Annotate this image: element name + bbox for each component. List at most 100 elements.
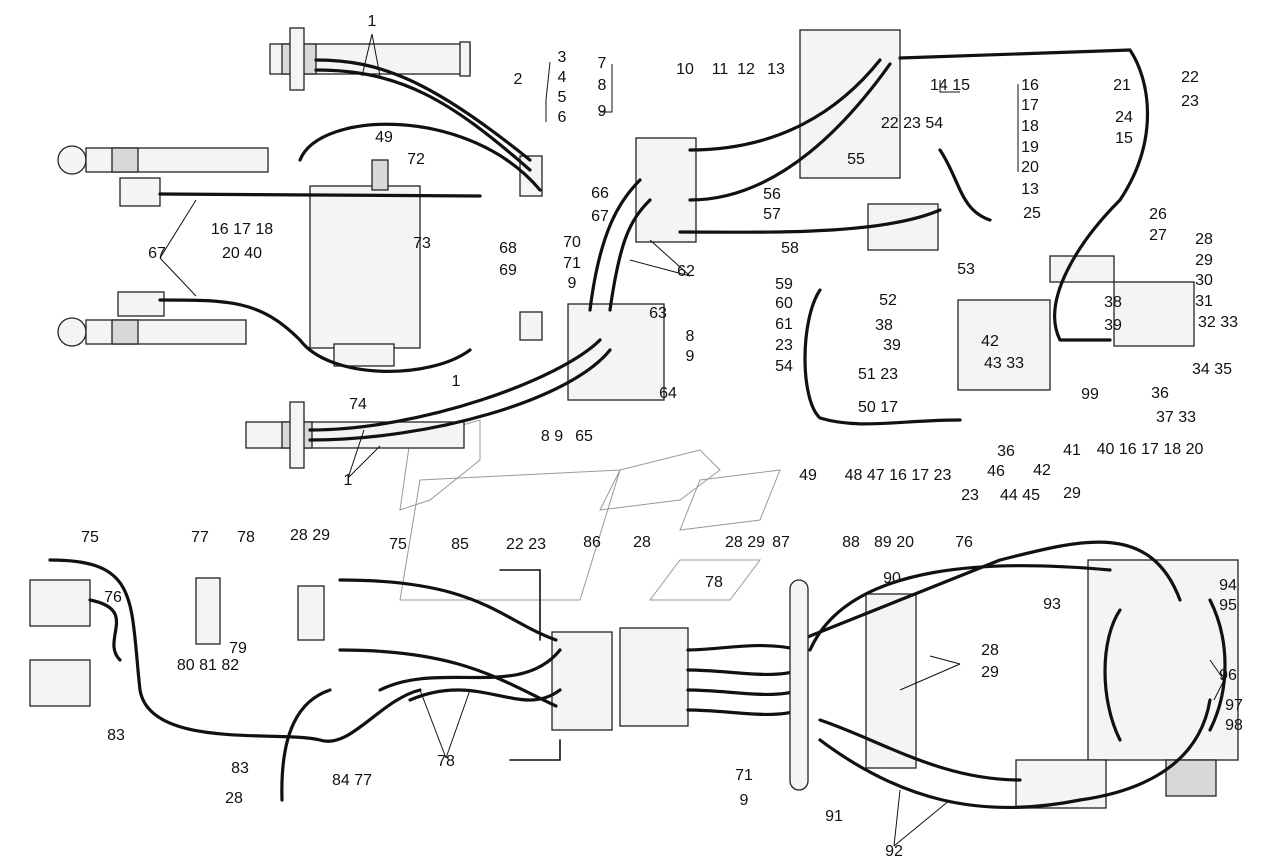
callout-label: 84 77 [332, 772, 372, 789]
callout-label: 58 [781, 240, 799, 257]
callout-label: 89 20 [874, 534, 914, 551]
callout-label: 18 [1021, 118, 1039, 135]
callout-label: 49 [375, 129, 393, 146]
callout-label: 1 [344, 472, 353, 489]
callout-label: 79 [229, 640, 247, 657]
leader-lines [159, 33, 1225, 847]
callout-label: 76 [955, 534, 973, 551]
callout-label: 90 [883, 570, 901, 587]
cylinder-upper-left [57, 145, 269, 207]
callout-label: 28 [633, 534, 651, 551]
callout-label: 7 [598, 55, 607, 72]
callout-label: 61 [775, 316, 793, 333]
callout-label: 50 17 [858, 399, 898, 416]
callout-label: 46 [987, 463, 1005, 480]
callout-label: 56 [763, 186, 781, 203]
callout-label: 28 29 [725, 534, 765, 551]
bracket-plate-87 [789, 579, 809, 791]
callout-label: 4 [558, 69, 567, 86]
callout-label: 68 [499, 240, 517, 257]
callout-label: 38 [875, 317, 893, 334]
callout-label: 32 33 [1198, 314, 1238, 331]
callout-label: 95 [1219, 597, 1237, 614]
callout-label: 42 [981, 333, 999, 350]
callout-label: 78 [237, 529, 255, 546]
callout-label: 74 [349, 396, 367, 413]
callout-label: 51 23 [858, 366, 898, 383]
callout-label: 8 [598, 77, 607, 94]
callout-label: 87 [772, 534, 790, 551]
callout-label: 48 47 16 17 23 [845, 467, 952, 484]
callout-label: 10 [676, 61, 694, 78]
callout-label: 28 [1195, 231, 1213, 248]
ghost-outline [399, 419, 781, 601]
callout-label: 9 [598, 103, 607, 120]
callout-label: 19 [1021, 139, 1039, 156]
callout-label: 69 [499, 262, 517, 279]
callout-label: 14 15 [930, 77, 970, 94]
callout-label: 43 33 [984, 355, 1024, 372]
callout-label: 38 [1104, 294, 1122, 311]
callout-label: 13 [767, 61, 785, 78]
callout-label: 39 [1104, 317, 1122, 334]
callout-label: 77 [191, 529, 209, 546]
callout-label: 8 [686, 328, 695, 345]
callout-label: 31 [1195, 293, 1213, 310]
callout-label: 9 [568, 275, 577, 292]
callout-label: 36 [997, 443, 1015, 460]
callout-label: 53 [957, 261, 975, 278]
callout-label: 63 [649, 305, 667, 322]
callout-label: 96 [1219, 667, 1237, 684]
callout-label: 9 [740, 792, 749, 809]
callout-label: 64 [659, 385, 677, 402]
callout-label: 28 [225, 790, 243, 807]
callout-label: 94 [1219, 577, 1237, 594]
callout-label: 86 [583, 534, 601, 551]
callout-label: 22 23 54 [881, 115, 943, 132]
callout-label: 13 [1021, 181, 1039, 198]
callout-label: 20 40 [222, 245, 262, 262]
callout-label: 91 [825, 808, 843, 825]
callout-label: 28 29 [290, 527, 330, 544]
callout-label: 67 [591, 208, 609, 225]
callout-label: 67 [148, 245, 166, 262]
callout-label: 23 [775, 337, 793, 354]
callout-label: 16 17 18 [211, 221, 273, 238]
callout-label: 6 [558, 109, 567, 126]
callout-label: 23 [961, 487, 979, 504]
callout-label: 2 [514, 71, 523, 88]
callout-label: 65 [575, 428, 593, 445]
callout-label: 70 [563, 234, 581, 251]
callout-label: 52 [879, 292, 897, 309]
callout-label: 55 [847, 151, 865, 168]
cylinder-bottom-left [245, 401, 465, 469]
callout-label: 29 [981, 664, 999, 681]
callout-label: 40 16 17 18 20 [1097, 441, 1204, 458]
callout-label: 54 [775, 358, 793, 375]
callout-label: 27 [1149, 227, 1167, 244]
callout-label: 23 [1181, 93, 1199, 110]
callout-label: 26 [1149, 206, 1167, 223]
callout-label: 75 [389, 536, 407, 553]
callout-label: 1 [368, 13, 377, 30]
cylinder-lower-left [57, 291, 247, 347]
callout-label: 66 [591, 185, 609, 202]
callout-label: 29 [1063, 485, 1081, 502]
callout-label: 21 [1113, 77, 1131, 94]
callout-label: 76 [104, 589, 122, 606]
callout-label: 78 [437, 753, 455, 770]
callout-label: 12 [737, 61, 755, 78]
callout-label: 99 [1081, 386, 1099, 403]
callout-label: 24 [1115, 109, 1133, 126]
callout-label: 97 [1225, 697, 1243, 714]
callout-label: 44 45 [1000, 487, 1040, 504]
callout-label: 42 [1033, 462, 1051, 479]
callout-label: 1 [452, 373, 461, 390]
callout-label: 85 [451, 536, 469, 553]
callout-label: 71 [735, 767, 753, 784]
callout-label: 15 [1115, 130, 1133, 147]
callout-label: 37 33 [1156, 409, 1196, 426]
callout-label: 20 [1021, 159, 1039, 176]
